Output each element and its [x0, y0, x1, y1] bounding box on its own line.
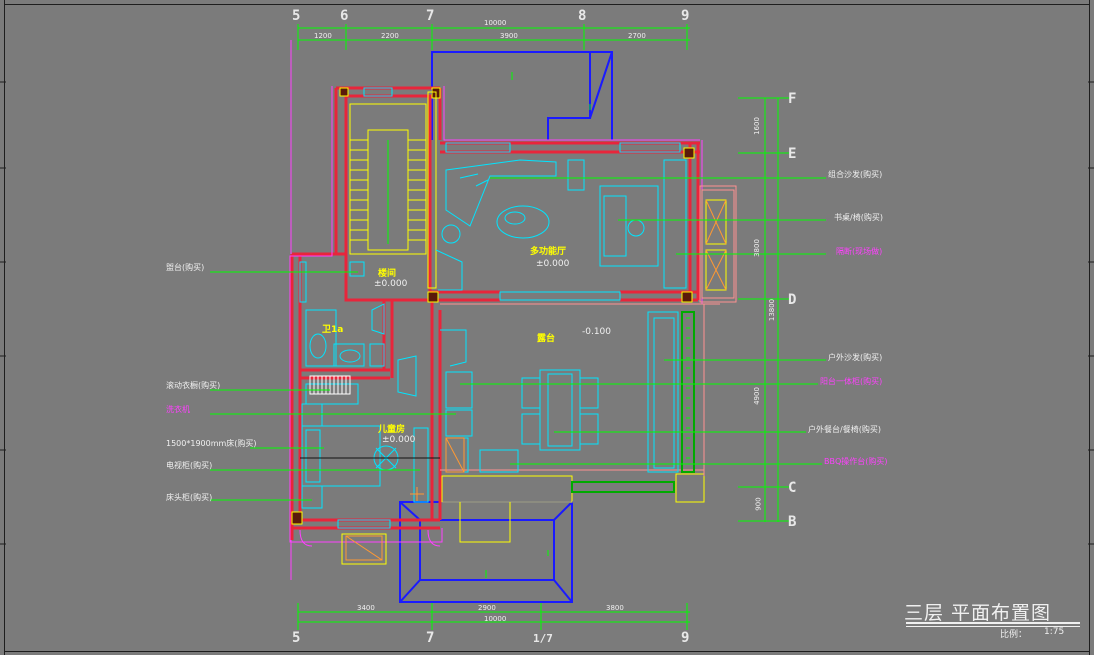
axis-label-top-5: 5	[292, 8, 301, 24]
right-partition	[699, 185, 737, 303]
axis-label-top-9: 9	[681, 8, 690, 24]
room-level-kids: ±0.000	[382, 435, 416, 445]
axis-label-right-F: F	[788, 91, 797, 107]
windows	[299, 87, 681, 529]
terrace-outline	[440, 303, 720, 476]
callout-tv-cabinet: 电视柜(购买)	[166, 461, 213, 470]
title-underline-thick	[906, 622, 1080, 624]
dim-bottom-total: 10000	[484, 615, 507, 623]
orange-cabinets	[345, 437, 465, 561]
dim-bottom-seg-2: 2900	[478, 604, 496, 612]
right-partition-x	[705, 199, 727, 291]
room-name-kids: 儿童房	[378, 425, 406, 435]
scale-value: 1:75	[1044, 627, 1065, 637]
callout-sofa-set: 组合沙发(购买)	[828, 170, 883, 179]
wall-core	[289, 86, 703, 543]
frame-ticks	[0, 81, 1094, 545]
dim-top-seg-3: 3900	[500, 32, 518, 40]
callout-outdoor-sofa: 户外沙发(购买)	[828, 353, 883, 362]
hatched-cabinets	[309, 375, 351, 395]
callout-bed: 1500*1900mm床(购买)	[166, 439, 257, 448]
dim-right-seg-4: 900	[754, 497, 763, 511]
drawing-title: 三层 平面布置图	[904, 602, 1052, 624]
bathroom-fixtures	[305, 261, 385, 367]
dim-right-total: 13800	[768, 298, 777, 322]
axis-label-bottom-5: 5	[292, 630, 301, 646]
room-level-stair-hall: ±0.000	[374, 279, 408, 289]
axis-markers	[297, 24, 688, 628]
staircase	[349, 103, 427, 255]
room-name-bathroom: 卫1a	[322, 325, 344, 335]
room-name-stair-hall: 楼间	[378, 269, 397, 279]
room-level-multifunction: ±0.000	[536, 259, 570, 269]
dim-bottom-seg-3: 3800	[606, 604, 624, 612]
axis-label-top-6: 6	[340, 8, 349, 24]
axis-label-right-D: D	[788, 292, 797, 308]
kids-room-furniture	[301, 329, 467, 509]
callout-vanity: 盥台(购买)	[166, 263, 205, 272]
terrace-planter-dots	[686, 317, 690, 459]
title-underline-thin	[906, 626, 1080, 627]
arc-doors	[299, 529, 441, 547]
axis-label-top-8: 8	[578, 8, 587, 24]
dim-right-seg-3: 4900	[752, 387, 761, 405]
callout-bbq: BBQ操作台(购买)	[824, 457, 888, 466]
terrace-furniture	[445, 311, 679, 473]
frame-left-border	[4, 0, 5, 655]
dim-top-seg-2: 2200	[381, 32, 399, 40]
dim-top-seg-4: 2700	[628, 32, 646, 40]
callout-nightstand: 床头柜(购买)	[166, 493, 213, 502]
axis-label-top-7: 7	[426, 8, 435, 24]
exterior-ac	[341, 533, 387, 565]
callout-outdoor-dining: 户外餐台/餐椅(购买)	[808, 425, 881, 434]
frame-bottom-border	[4, 651, 1090, 652]
dim-bottom-seg-1: 3400	[357, 604, 375, 612]
callout-partition: 隔断(现场做)	[836, 247, 883, 256]
axis-label-right-E: E	[788, 146, 797, 162]
dim-right-seg-1: 1600	[752, 117, 761, 135]
axis-label-right-C: C	[788, 480, 797, 496]
callout-desk-chair: 书桌/椅(购买)	[834, 213, 883, 222]
frame-top-border	[4, 4, 1090, 5]
frame-right-border	[1089, 0, 1090, 655]
room-name-multifunction: 多功能厅	[530, 247, 567, 257]
scale-label: 比例：	[1000, 630, 1028, 640]
axis-label-bottom-9: 9	[681, 630, 690, 646]
axis-label-right-B: B	[788, 514, 797, 530]
callout-balcony-cabinet: 阳台一体柜(购买)	[820, 377, 883, 386]
room-name-terrace: 露台	[537, 334, 556, 344]
roof-slope-marks	[485, 72, 591, 578]
room-level-terrace: -0.100	[582, 327, 612, 337]
cross-marker	[410, 487, 424, 501]
callout-wardrobe: 滚动衣橱(购买)	[166, 381, 221, 390]
axis-label-bottom-7: 7	[426, 630, 435, 646]
right-partition-detail	[705, 199, 727, 291]
callout-washer: 洗衣机	[166, 405, 190, 414]
dim-top-total: 10000	[484, 19, 507, 27]
terrace-planter	[571, 311, 695, 493]
dim-right-seg-2: 3800	[752, 239, 761, 257]
top-dimension-lines	[297, 24, 690, 50]
yellow-trim	[427, 91, 705, 543]
right-dimension-lines	[738, 97, 790, 522]
dim-top-seg-1: 1200	[314, 32, 332, 40]
hall-furniture	[435, 159, 687, 291]
callout-leaders	[210, 177, 826, 501]
axis-label-bottom-1-7: 1/7	[533, 632, 553, 645]
